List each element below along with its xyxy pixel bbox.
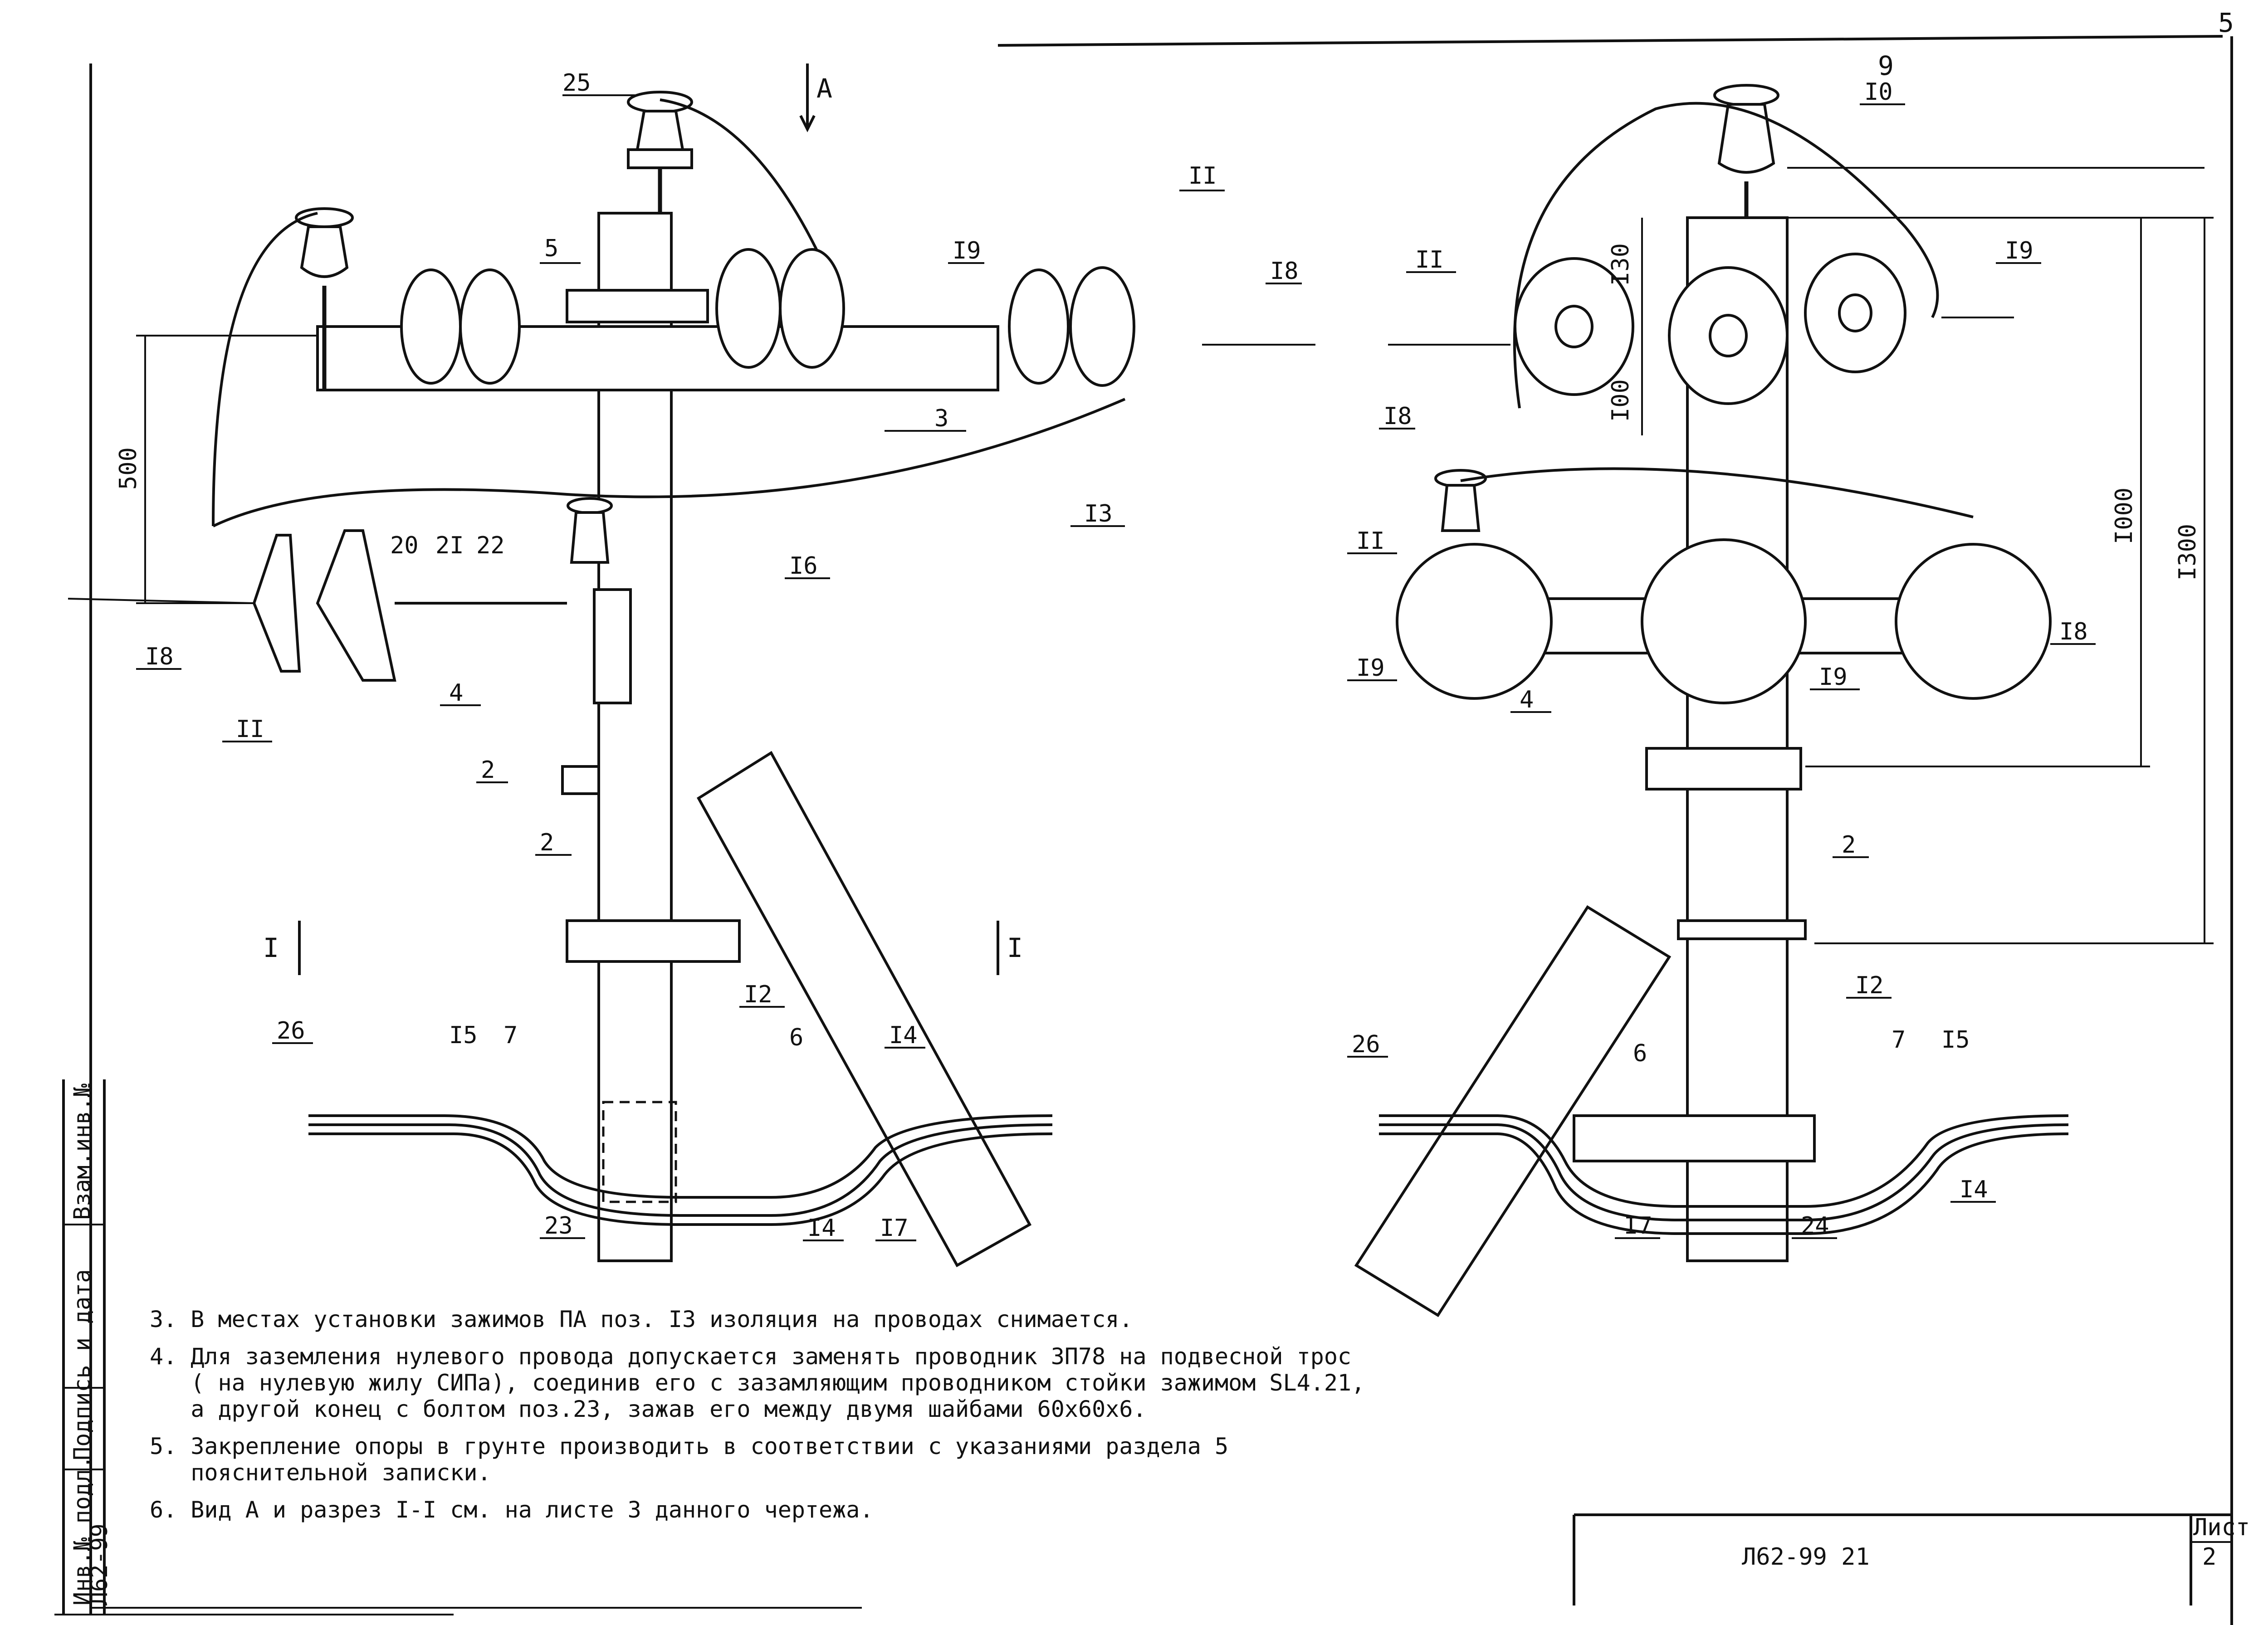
left-disc-insulator-string [400,248,1135,387]
right-ground-bracket [1573,1114,1816,1162]
callout-2-upper: 2 [481,756,495,784]
side-stamp-field-2: Подпись и дата [69,1269,95,1460]
callout-i6: I6 [789,552,818,580]
callout-i7-right: I7 [1624,1212,1652,1239]
callout-i3: I3 [1084,500,1113,527]
callout-23: 23 [544,1212,573,1239]
callout-ii-top: II [1188,162,1217,190]
callout-i9-right-left: I9 [1356,654,1385,682]
left-sip-bundle [308,1114,1053,1226]
right-lower-disc-insulators [1396,538,2052,704]
callout-ii-right-top: II [1415,246,1444,273]
note-4: 4. Для заземления нулевого провода допус… [150,1343,1365,1422]
note-3: 3. В местах установки зажимов ПА поз. I3… [150,1306,1133,1332]
callout-7: 7 [503,1022,518,1049]
callout-i4-bottom: I4 [807,1215,836,1242]
page-corner-number: 5 [2218,7,2234,38]
sheet-label: Лист [2193,1514,2250,1541]
callout-i5: I5 [449,1022,478,1049]
right-top-arc [1513,102,1939,409]
callout-i0: I0 [1864,78,1893,106]
callout-ii-left: II [236,716,264,743]
left-top-insulator [627,91,693,213]
right-strut [1354,905,1672,1318]
right-view-pole-assembly [1354,84,2214,1318]
callout-i2: I2 [744,981,772,1008]
notes-block: 3. В местах установки зажимов ПА поз. I3… [150,1306,1510,1534]
callout-6-right: 6 [1633,1040,1647,1067]
callout-i9-right-top: I9 [2005,237,2033,264]
callout-i9: I9 [953,237,981,264]
right-small-insulator [1434,469,1487,532]
dimension-i00: I00 [1607,379,1634,422]
left-bracket-23 [602,1101,677,1203]
callout-25: 25 [562,69,591,97]
callout-i4-right: I4 [1960,1176,1988,1203]
left-jumper-wire [212,212,318,527]
callout-i8-right-left: I8 [1383,403,1412,430]
sheet-frame [54,35,2233,1625]
view-label-a: A [816,73,832,104]
callout-i2-right: I2 [1855,972,1884,999]
callout-2-right: 2 [1842,831,1856,859]
left-lower-insulator [567,497,613,564]
right-lower-wire [1460,467,1974,518]
side-stamp-frame [62,1079,106,1615]
callout-24: 24 [1801,1212,1829,1239]
dimension-i30: I30 [1607,243,1634,286]
callout-i5-right: I5 [1941,1026,1970,1054]
dimension-500: 500 [115,447,142,490]
left-view-pole-assembly [68,63,1315,1268]
callout-i8-left: I8 [145,643,174,670]
callout-i8-right: I8 [2059,618,2088,645]
note-6: 6. Вид А и разрез I-I см. на листе 3 дан… [150,1497,874,1523]
section-label-right: I [1007,932,1023,963]
callout-22: 22 [476,532,505,559]
left-jumper-wire-2 [660,98,818,250]
left-pin-insulator [295,207,354,390]
dimension-i300: I300 [2174,524,2201,581]
callout-ii-right-lower: II [1356,527,1385,555]
callout-20: 20 [390,532,419,559]
callout-9: 9 [1878,50,1894,81]
note-5: 5. Закрепление опоры в грунте производит… [150,1433,1229,1486]
right-band-2-lower [1677,919,1807,940]
callout-3: 3 [934,405,948,432]
left-clamp-bracket [566,289,709,323]
callout-5: 5 [544,235,558,262]
left-band-2-lower [566,919,741,963]
callout-21: 2I [435,532,464,559]
right-band-2 [1645,747,1802,791]
view-arrow-a-head [799,115,816,132]
sheet-number: 2 [2202,1543,2216,1571]
callout-6: 6 [789,1024,803,1051]
dimension-i000: I000 [2111,488,2138,544]
callout-4-right: 4 [1520,686,1534,713]
callout-i8-top: I8 [1270,258,1299,285]
callout-26-right: 26 [1352,1031,1380,1058]
left-strain-insulator [252,529,567,682]
doc-code: Л62-99 21 [1742,1543,1870,1571]
callout-i4-top: I4 [889,1022,918,1049]
left-bracket-4 [593,588,632,704]
callout-2-lower: 2 [540,829,554,856]
left-band-2-upper [561,765,600,795]
callout-i7: I7 [880,1215,909,1242]
right-dimensions [1641,167,2214,944]
right-upper-disc-insulators [1514,253,1906,405]
callout-4: 4 [449,679,463,707]
title-block [1573,1513,2231,1605]
left-lower-wire [212,398,1126,527]
callout-7-right: 7 [1892,1026,1906,1054]
callout-26: 26 [277,1017,305,1044]
right-top-insulator [1713,84,1779,218]
side-stamp-field-3: Взам.инв.№ [69,1083,95,1220]
left-dimension-500 [136,335,318,604]
section-label-left: I [263,932,279,963]
right-sip-bundle [1379,1114,2069,1235]
left-strut [696,751,1032,1268]
callout-i9-right-mid: I9 [1819,664,1848,691]
side-stamp-code: Л62-99 [86,1523,112,1605]
